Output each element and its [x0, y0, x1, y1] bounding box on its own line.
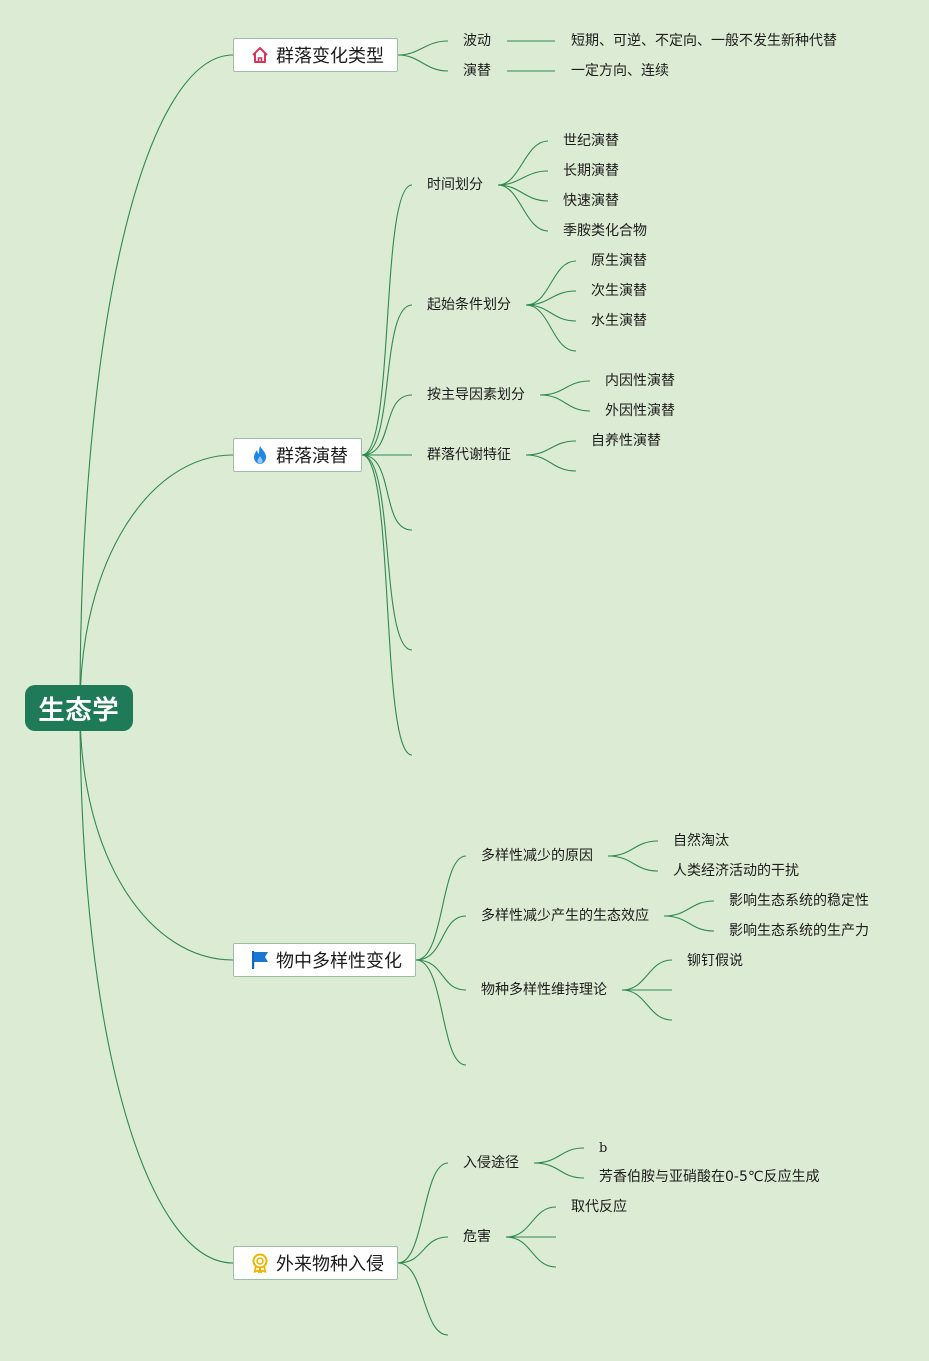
branch-title: 群落变化类型: [276, 46, 384, 67]
flame-icon: [254, 446, 266, 464]
topic-fluctuation[interactable]: 波动: [463, 33, 491, 49]
subtopic-diversity-decline-effects[interactable]: 多样性减少产生的生态效应: [481, 908, 649, 924]
leaf-item[interactable]: 水生演替: [591, 313, 647, 329]
leaf-item[interactable]: 芳香伯胺与亚硝酸在0-5℃反应生成: [599, 1169, 820, 1185]
leaf-item[interactable]: 取代反应: [571, 1199, 627, 1215]
branch-species-diversity-change[interactable]: 物中多样性变化: [233, 943, 416, 977]
leaf-item[interactable]: 自养性演替: [591, 433, 661, 449]
leaf-item[interactable]: 次生演替: [591, 283, 647, 299]
topic-succession[interactable]: 演替: [463, 63, 491, 79]
leaf-item[interactable]: 自然淘汰: [673, 833, 729, 849]
leaf-item[interactable]: 影响生态系统的生产力: [729, 923, 869, 939]
branch-community-succession[interactable]: 群落演替: [233, 438, 362, 472]
branch-title: 外来物种入侵: [276, 1254, 384, 1275]
leaf-item[interactable]: 长期演替: [563, 163, 619, 179]
subtopic-harm[interactable]: 危害: [463, 1229, 491, 1245]
leaf-item[interactable]: 季胺类化合物: [563, 223, 647, 239]
branch-title: 物中多样性变化: [276, 951, 402, 972]
subtopic-invasion-pathway[interactable]: 入侵途径: [463, 1155, 519, 1171]
leaf-item[interactable]: 铆钉假说: [687, 953, 743, 969]
leaf-item[interactable]: 快速演替: [563, 193, 619, 209]
subtopic-time-division[interactable]: 时间划分: [427, 177, 483, 193]
flag-icon: [252, 951, 268, 969]
topic-succession-detail[interactable]: 一定方向、连续: [571, 63, 669, 79]
subtopic-diversity-decline-causes[interactable]: 多样性减少的原因: [481, 848, 593, 864]
branch-invasive-species[interactable]: 外来物种入侵: [233, 1246, 398, 1280]
leaf-item[interactable]: 影响生态系统的稳定性: [729, 893, 869, 909]
leaf-item[interactable]: 原生演替: [591, 253, 647, 269]
branch-community-change-types[interactable]: 群落变化类型: [233, 38, 398, 72]
leaf-item[interactable]: 外因性演替: [605, 403, 675, 419]
award-icon: [252, 1253, 268, 1273]
branch-title: 群落演替: [276, 446, 348, 467]
subtopic-metabolic-feature[interactable]: 群落代谢特征: [427, 447, 511, 463]
leaf-item[interactable]: 世纪演替: [563, 133, 619, 149]
leaf-item[interactable]: 人类经济活动的干扰: [673, 863, 799, 879]
home-icon: [252, 47, 268, 63]
leaf-item[interactable]: 内因性演替: [605, 373, 675, 389]
subtopic-initial-condition[interactable]: 起始条件划分: [427, 297, 511, 313]
subtopic-diversity-theory[interactable]: 物种多样性维持理论: [481, 982, 607, 998]
topic-fluctuation-detail[interactable]: 短期、可逆、不定向、一般不发生新种代替: [571, 33, 837, 49]
leaf-item[interactable]: b: [599, 1141, 608, 1156]
subtopic-dominant-factor[interactable]: 按主导因素划分: [427, 387, 525, 403]
root-node[interactable]: 生态学: [25, 685, 133, 731]
